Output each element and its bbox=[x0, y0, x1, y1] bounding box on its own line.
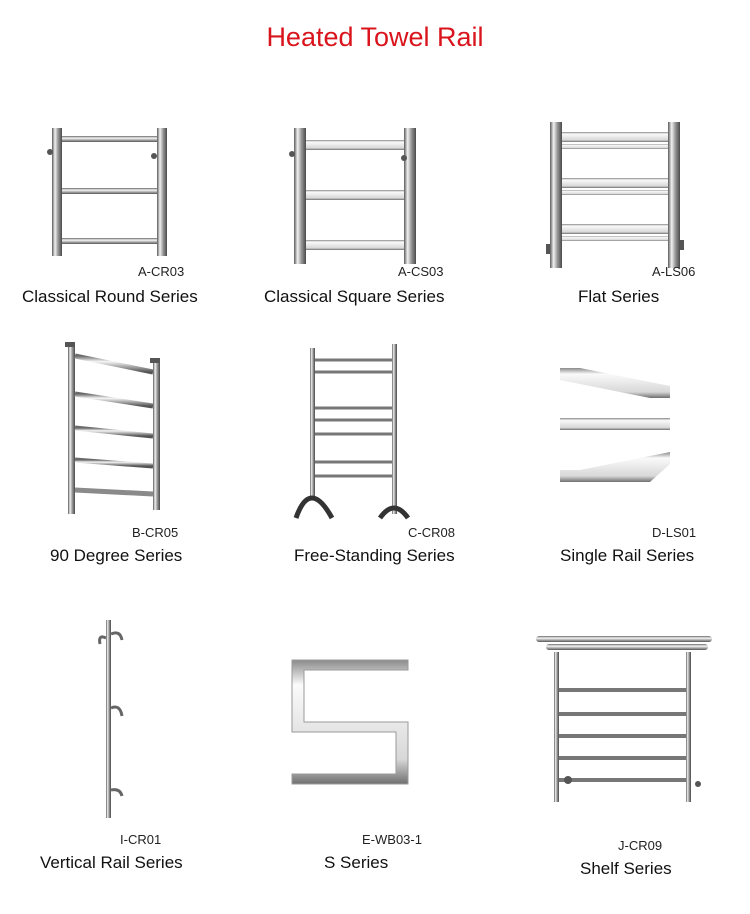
shelf-rail-icon bbox=[536, 636, 712, 802]
series-name: S Series bbox=[324, 853, 389, 872]
product-card-b-cr05[interactable]: B-CR05 90 Degree Series bbox=[48, 338, 248, 568]
square-rail-icon bbox=[289, 128, 416, 264]
series-name: Flat Series bbox=[578, 287, 660, 306]
product-code: C-CR08 bbox=[408, 525, 455, 540]
free-standing-rail-icon bbox=[293, 344, 411, 520]
product-card-j-cr09[interactable]: J-CR09 Shelf Series bbox=[532, 612, 732, 882]
product-card-a-cr03[interactable]: A-CR03 Classical Round Series bbox=[20, 120, 220, 310]
product-code: A-LS06 bbox=[652, 264, 696, 279]
series-name: Shelf Series bbox=[580, 859, 672, 878]
vertical-rail-icon bbox=[98, 620, 124, 818]
series-name: Free-Standing Series bbox=[294, 546, 455, 565]
product-code: J-CR09 bbox=[618, 838, 663, 853]
single-rail-icon bbox=[560, 368, 670, 482]
series-name: Vertical Rail Series bbox=[40, 853, 183, 872]
product-card-d-ls01[interactable]: D-LS01 Single Rail Series bbox=[550, 338, 740, 568]
series-name: 90 Degree Series bbox=[50, 546, 183, 565]
ladder-rail-icon bbox=[65, 342, 160, 514]
product-code: B-CR05 bbox=[132, 525, 179, 540]
series-name: Single Rail Series bbox=[560, 546, 695, 565]
product-code: I-CR01 bbox=[120, 832, 162, 847]
flat-rail-icon bbox=[546, 122, 684, 268]
s-rail-icon bbox=[291, 659, 409, 785]
page-title: Heated Towel Rail bbox=[266, 22, 484, 52]
product-card-a-ls06[interactable]: A-LS06 Flat Series bbox=[540, 120, 720, 310]
product-card-i-cr01[interactable]: I-CR01 Vertical Rail Series bbox=[38, 612, 238, 882]
round-rail-icon bbox=[47, 128, 167, 256]
series-name: Classical Round Series bbox=[22, 287, 198, 306]
product-code: D-LS01 bbox=[652, 525, 697, 540]
product-card-c-cr08[interactable]: C-CR08 Free-Standing Series bbox=[292, 338, 492, 568]
product-card-e-wb03-1[interactable]: E-WB03-1 S Series bbox=[282, 612, 482, 882]
product-code: A-CS03 bbox=[398, 264, 444, 279]
product-code: E-WB03-1 bbox=[362, 832, 422, 847]
product-code: A-CR03 bbox=[138, 264, 185, 279]
product-card-a-cs03[interactable]: A-CS03 Classical Square Series bbox=[262, 120, 472, 310]
series-name: Classical Square Series bbox=[264, 287, 445, 306]
